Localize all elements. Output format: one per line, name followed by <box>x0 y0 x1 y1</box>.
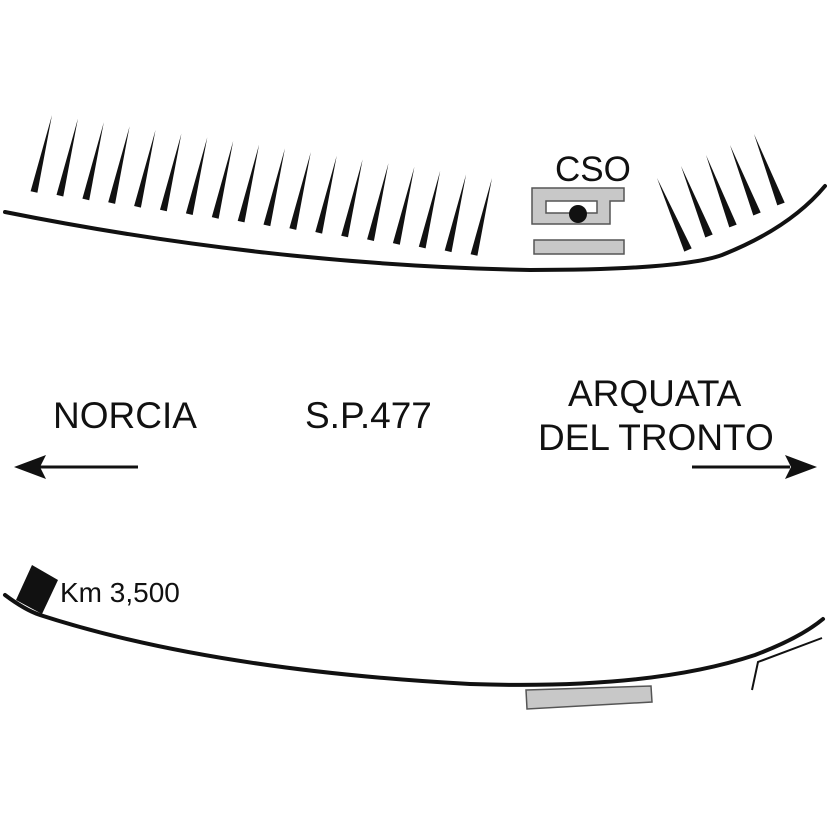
arrow-right-icon <box>692 455 817 479</box>
hatch-spike <box>263 148 285 227</box>
hatch-spike <box>237 144 260 223</box>
embankment-hatching-left <box>30 115 492 256</box>
left-destination-label: NORCIA <box>53 395 197 436</box>
hatch-spike <box>82 122 104 201</box>
hatch-spike <box>681 166 713 238</box>
hatch-spike <box>160 133 182 212</box>
hatch-spike <box>289 152 311 230</box>
right-destination-line2: DEL TRONTO <box>538 417 774 458</box>
milestone-label: Km 3,500 <box>60 577 180 608</box>
road-name-label: S.P.477 <box>305 395 432 436</box>
arrow-left-icon <box>14 455 138 479</box>
lower-road-edge <box>3 593 825 687</box>
hatch-spike <box>470 178 492 256</box>
station-label: CSO <box>555 150 631 189</box>
side-road-junction <box>751 637 823 691</box>
station-building <box>531 187 625 225</box>
hatch-spike <box>367 163 389 241</box>
station-platform <box>533 239 625 255</box>
hatch-spike <box>754 134 785 206</box>
hatch-spike <box>418 170 441 249</box>
hatch-spike <box>56 118 78 197</box>
right-destination-line1: ARQUATA <box>568 373 742 414</box>
hatch-spike <box>315 155 337 234</box>
hatch-spike <box>211 140 234 219</box>
hatch-spike <box>392 166 415 245</box>
lower-structure <box>525 685 653 710</box>
milestone-marker <box>16 565 58 614</box>
hatch-spike <box>730 145 761 216</box>
station-marker-icon <box>569 205 587 223</box>
hatch-spike <box>108 126 130 204</box>
hatch-spike <box>444 174 467 253</box>
hatch-spike <box>134 129 156 208</box>
hatch-spike <box>657 178 692 252</box>
hatch-spike <box>185 137 208 215</box>
hatch-spike <box>706 155 737 228</box>
hatch-spike <box>341 159 363 238</box>
upper-road-edge <box>3 184 827 273</box>
hatch-spike <box>30 115 52 193</box>
embankment-hatching-right <box>657 134 785 252</box>
